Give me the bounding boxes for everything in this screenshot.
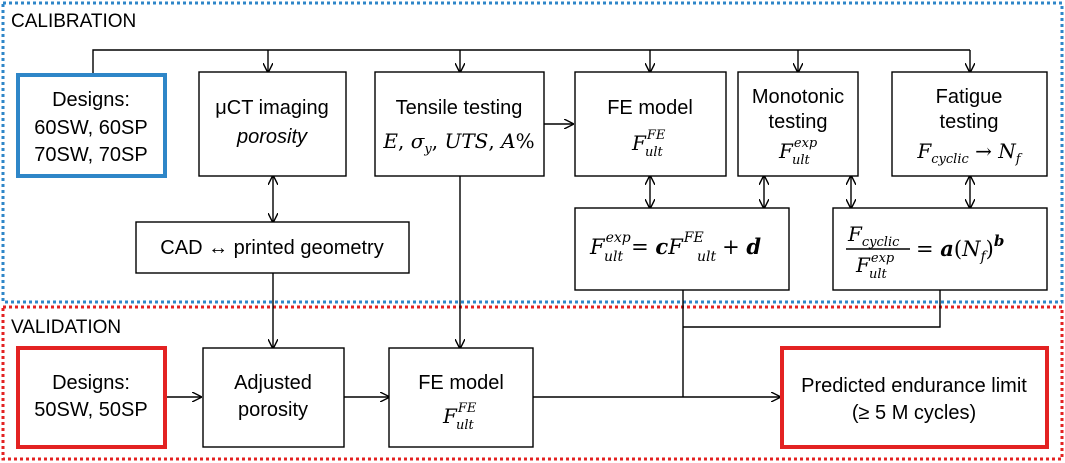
fatigue-testing-title1: Fatigue (936, 86, 1003, 108)
uct-imaging-title: μCT imaging (215, 97, 328, 119)
calibration-designs-box: Designs: 60SW, 60SP 70SW, 70SP (16, 73, 167, 178)
validation-designs-box: Designs: 50SW, 50SP (16, 346, 167, 449)
monotonic-testing-title1: Monotonic (752, 86, 844, 108)
power-law-rhs: = a(Nf)b (916, 232, 1004, 265)
predicted-endurance-box: Predicted endurance limit (≥ 5 M cycles) (780, 346, 1049, 449)
predicted-endurance-line2: (≥ 5 M cycles) (852, 402, 976, 424)
validation-frame (1, 305, 1064, 461)
calibration-section-label: CALIBRATION (11, 11, 136, 32)
fatigue-testing-formula: Fcyclic → Nf (916, 139, 1022, 167)
validation-designs-line1: 50SW, 50SP (34, 399, 147, 421)
tensile-testing-box: Tensile testing E, σy, UTS, A% (374, 71, 545, 177)
cad-geometry-box: CAD ↔ printed geometry (135, 221, 410, 274)
uct-imaging-box: μCT imaging porosity (198, 71, 347, 177)
cad-geometry-label: CAD ↔ printed geometry (160, 237, 383, 259)
calibration-frame (1, 1, 1064, 304)
tensile-testing-formula: E, σy, UTS, A% (382, 129, 534, 157)
adjusted-porosity-box: Adjusted porosity (202, 347, 345, 448)
fe-model-validation-title: FE model (418, 372, 504, 394)
fatigue-testing-box: Fatigue testing Fcyclic → Nf (891, 71, 1048, 177)
fe-model-calibration-title: FE model (607, 97, 693, 119)
power-law-numerator: Fcyclic (847, 222, 900, 250)
fatigue-testing-title2: testing (940, 111, 999, 133)
connectors (92, 49, 970, 397)
calibration-designs-title: Designs: (52, 89, 130, 111)
adjusted-porosity-line2: porosity (238, 399, 308, 421)
tensile-testing-title: Tensile testing (396, 97, 523, 119)
monotonic-testing-title2: testing (769, 111, 828, 133)
predicted-endurance-line1: Predicted endurance limit (801, 375, 1027, 397)
validation-designs-title: Designs: (52, 372, 130, 394)
adjusted-porosity-line1: Adjusted (234, 372, 312, 394)
uct-imaging-subtitle: porosity (236, 126, 308, 148)
validation-section-label: VALIDATION (11, 317, 121, 338)
calibration-designs-line2: 70SW, 70SP (34, 144, 147, 166)
calibration-designs-line1: 60SW, 60SP (34, 117, 147, 139)
